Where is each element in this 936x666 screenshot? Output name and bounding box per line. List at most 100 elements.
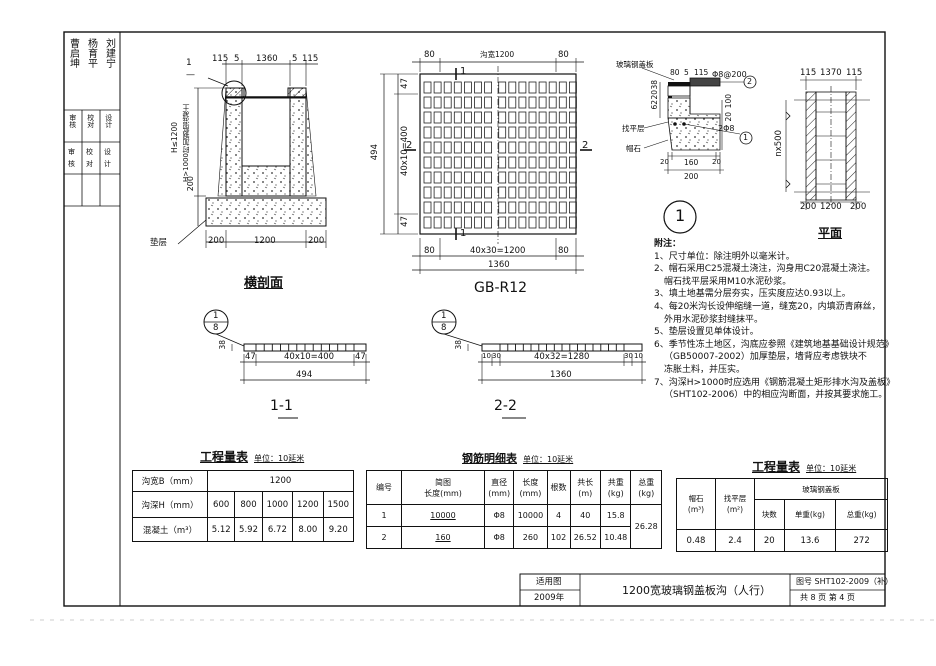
grating-cell — [463, 156, 472, 169]
grating-top-dim-2: 沟宽1200 — [480, 50, 515, 59]
grating-left-total: 494 — [370, 144, 380, 161]
title-block-drawing-title: 1200宽玻璃钢盖板沟（人行） — [622, 584, 771, 597]
s22-callout-sub: 8 — [441, 323, 447, 333]
rebar-header-weight-a: 共重 — [607, 477, 624, 487]
table-cell: 1200 — [292, 491, 324, 518]
grating-cell — [558, 111, 567, 124]
grating-cell — [474, 156, 482, 169]
grating-cell — [498, 96, 507, 109]
note-line: 2、帽石采用C25混凝土浇注，沟身用C20混凝土浇注。 — [654, 264, 876, 275]
grating-cell — [484, 141, 493, 154]
sign-row-3: 校 — [86, 148, 93, 156]
rebar-header-sketch: 简图长度(mm) — [401, 470, 485, 505]
grating-cell — [433, 96, 442, 109]
grating-cell — [538, 201, 547, 214]
rebar-header-total-weight: 总重(kg) — [630, 470, 662, 505]
qty2-level-unit: (m²) — [726, 505, 744, 514]
table-cell: 160 — [401, 526, 485, 549]
plan-dim-top-3: 115 — [846, 68, 863, 78]
grating-cell — [569, 216, 577, 229]
grating-cell — [569, 126, 577, 139]
grating-cell — [548, 186, 557, 199]
grating-top-dim-3: 80 — [558, 50, 569, 60]
right-curb — [287, 87, 307, 99]
grating-cell — [518, 126, 527, 139]
rebar-header-count: 根数 — [546, 470, 571, 505]
grating-cell — [484, 201, 493, 214]
grating-cell — [498, 201, 507, 214]
grating-cell — [463, 201, 472, 214]
rebar-header-total-weight-a: 总重 — [638, 477, 655, 487]
grating-cell — [518, 141, 527, 154]
grating-cell — [474, 96, 482, 109]
grating-cell — [548, 81, 557, 94]
s11-dim-1: 47 — [245, 352, 256, 362]
detail-dim-top-3: 115 — [694, 68, 709, 77]
s11-dim-3: 47 — [355, 352, 366, 362]
table-cell: 0.48 — [676, 529, 716, 552]
grating-cell — [518, 96, 527, 109]
s11-height: 38 — [218, 340, 227, 350]
grating-cell — [443, 156, 452, 169]
grating-cell — [548, 141, 557, 154]
rebar-table-title: 钢筋明细表单位：10延米 — [462, 450, 573, 466]
grating-cell — [569, 201, 577, 214]
detail-rebar-top: Φ8@200 — [712, 70, 747, 79]
notes-block: 附注： 1、尺寸单位：除注明外以毫米计。 2、帽石采用C25混凝土浇注，沟身用C… — [654, 238, 914, 402]
grating-cell — [443, 126, 452, 139]
grating-cell — [443, 216, 452, 229]
note-line: 冻胀土料，并压实。 — [664, 364, 746, 375]
rebar-header-length-a: 长度 — [522, 477, 539, 487]
s11-title: 1-1 — [270, 398, 293, 414]
grating-cell — [463, 126, 472, 139]
grating-cell — [538, 111, 547, 124]
qty1-row2-label: 沟深H（mm） — [132, 491, 208, 518]
grating-cell — [423, 126, 432, 139]
table-row: 编号 简图长度(mm) 直径(mm) 长度(mm) 根数 共长(m) 共重(kg… — [366, 470, 662, 505]
grating-cell — [453, 141, 462, 154]
table-cell: 10000 — [401, 504, 485, 527]
s22-dim-5: 10 — [634, 352, 643, 360]
section-dim-top-5: 115 — [302, 54, 319, 64]
s22-dim-4: 30 — [624, 352, 633, 360]
note-line: 3、填土地基需分层夯实，压实度应达0.93以上。 — [654, 289, 851, 300]
section-callout-num: 1 — [186, 58, 192, 68]
grating-cell — [463, 141, 472, 154]
title-block-drawing-no: 图号 SHT102-2009（补） — [796, 577, 894, 586]
rebar-header-dia: 直径(mm) — [483, 470, 515, 505]
s22-height: 38 — [454, 340, 463, 350]
s11-callout-num: 1 — [213, 311, 219, 321]
grating-cell — [474, 126, 482, 139]
table-cell: 260 — [513, 526, 548, 549]
grating-cell — [528, 126, 537, 139]
table-cell: 40 — [569, 504, 601, 527]
grating-cell — [518, 201, 527, 214]
grating-cell — [508, 216, 517, 229]
grating-cell — [548, 126, 557, 139]
table-row: 沟宽B（mm） 1200 — [132, 470, 354, 492]
section-title: 横剖面 — [244, 276, 284, 291]
sign-row-5: 设 — [104, 148, 111, 156]
grating-cell — [463, 186, 472, 199]
grating-cell — [433, 171, 442, 184]
table-row: 沟深H（mm） 600 800 1000 1200 1500 — [132, 491, 355, 518]
grating-cell — [474, 186, 482, 199]
grating-cell — [474, 171, 482, 184]
note-line: 帽石找平层采用M10水泥砂浆。 — [664, 276, 792, 287]
detail-1-drawing — [641, 67, 757, 234]
grating-cell — [558, 156, 567, 169]
table-cell: Φ8 — [483, 526, 515, 549]
table-cell: 800 — [234, 491, 263, 518]
section-callout-sub: — — [186, 70, 195, 80]
grating-cell — [508, 96, 517, 109]
plan-dim-bottom-2: 1200 — [820, 202, 842, 212]
plan-title: 平面 — [818, 226, 843, 240]
grating-cell — [474, 111, 482, 124]
s11-total: 494 — [296, 370, 313, 380]
s11-dim-2: 40x10=400 — [284, 352, 335, 362]
grating-cell — [518, 216, 527, 229]
grating-cell — [453, 186, 462, 199]
grating-cell — [498, 156, 507, 169]
detail-label-curb: 帽石 — [626, 144, 641, 153]
